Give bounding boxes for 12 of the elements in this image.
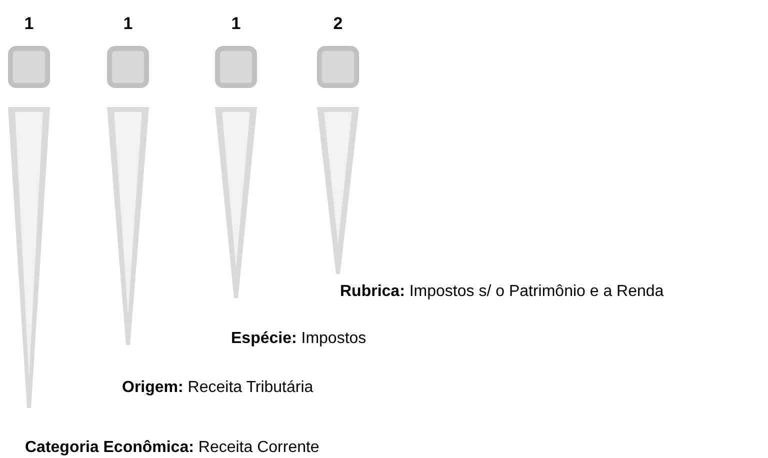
level-number: 1: [123, 15, 133, 32]
level-number: 1: [231, 15, 241, 32]
classification-text: Origem: Receita Tributária: [122, 378, 314, 398]
level-number: 1: [24, 15, 34, 32]
square-box: [317, 46, 359, 88]
classification-text: Espécie: Impostos: [231, 329, 366, 349]
classification-text: Categoria Econômica: Receita Corrente: [25, 438, 320, 458]
classification-text: Rubrica: Impostos s/ o Patrimônio e a Renda: [340, 282, 664, 302]
level-number: 2: [333, 15, 343, 32]
square-box: [8, 46, 50, 88]
square-box: [107, 46, 149, 88]
square-box: [215, 46, 257, 88]
